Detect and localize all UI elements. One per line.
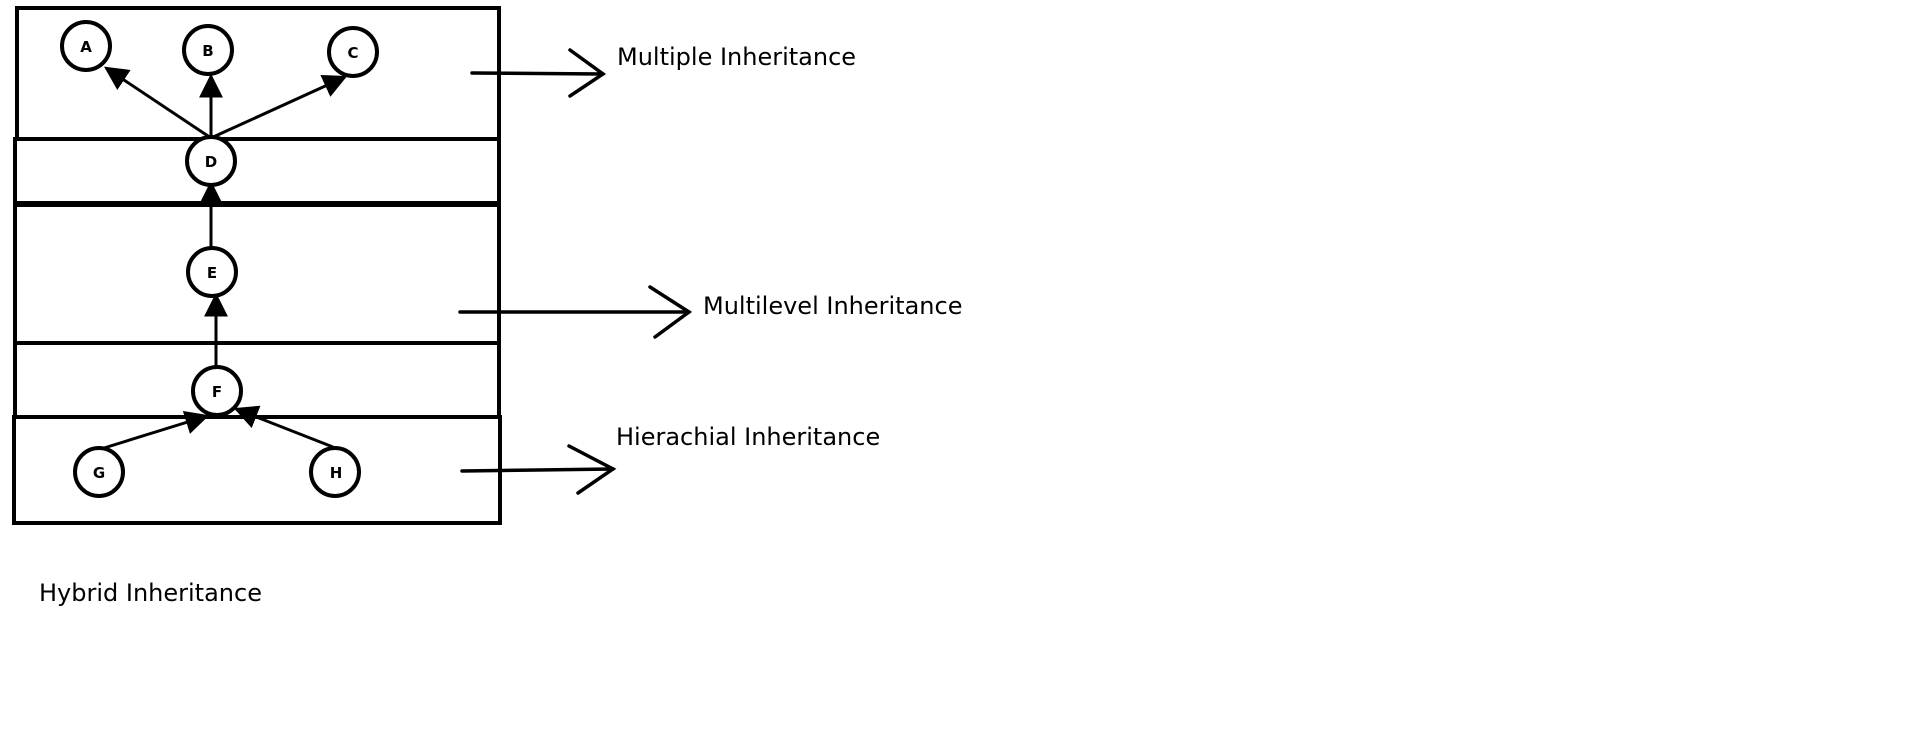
node-f-label: F xyxy=(212,383,222,401)
node-e: E xyxy=(186,246,238,298)
section-boxes xyxy=(12,6,502,525)
node-a: A xyxy=(60,20,112,72)
class-nodes: A B C D E F G H xyxy=(60,20,379,498)
f-level-box xyxy=(13,341,501,419)
pointer-arrows xyxy=(458,48,693,495)
d-level-box xyxy=(13,137,501,205)
edge-h-to-f xyxy=(233,405,334,449)
node-b: B xyxy=(182,24,234,76)
node-a-label: A xyxy=(80,38,92,56)
node-h: H xyxy=(309,446,361,498)
node-f: F xyxy=(191,365,243,417)
node-c-label: C xyxy=(347,44,358,62)
node-g: G xyxy=(73,446,125,498)
hierarchical-inheritance-label: Hierachial Inheritance xyxy=(616,423,880,451)
node-h-label: H xyxy=(330,464,343,482)
multilevel-inheritance-label: Multilevel Inheritance xyxy=(703,292,962,320)
node-b-label: B xyxy=(202,42,213,60)
node-d: D xyxy=(185,135,237,187)
inheritance-edges xyxy=(103,66,348,450)
multiple-pointer-arrow xyxy=(470,48,607,98)
edge-g-to-f xyxy=(103,410,210,450)
edge-d-to-c xyxy=(210,75,348,140)
node-d-label: D xyxy=(205,153,217,171)
labels: Multiple Inheritance Multilevel Inherita… xyxy=(39,43,962,607)
node-c: C xyxy=(327,26,379,78)
node-g-label: G xyxy=(93,464,105,482)
multilevel-pointer-arrow xyxy=(458,285,693,339)
hybrid-inheritance-label: Hybrid Inheritance xyxy=(39,579,262,607)
multiple-inheritance-label: Multiple Inheritance xyxy=(617,43,856,71)
node-e-label: E xyxy=(207,264,217,282)
multilevel-inheritance-box xyxy=(13,203,501,345)
edge-d-to-a xyxy=(104,66,212,140)
hierarchical-pointer-arrow xyxy=(460,444,617,495)
